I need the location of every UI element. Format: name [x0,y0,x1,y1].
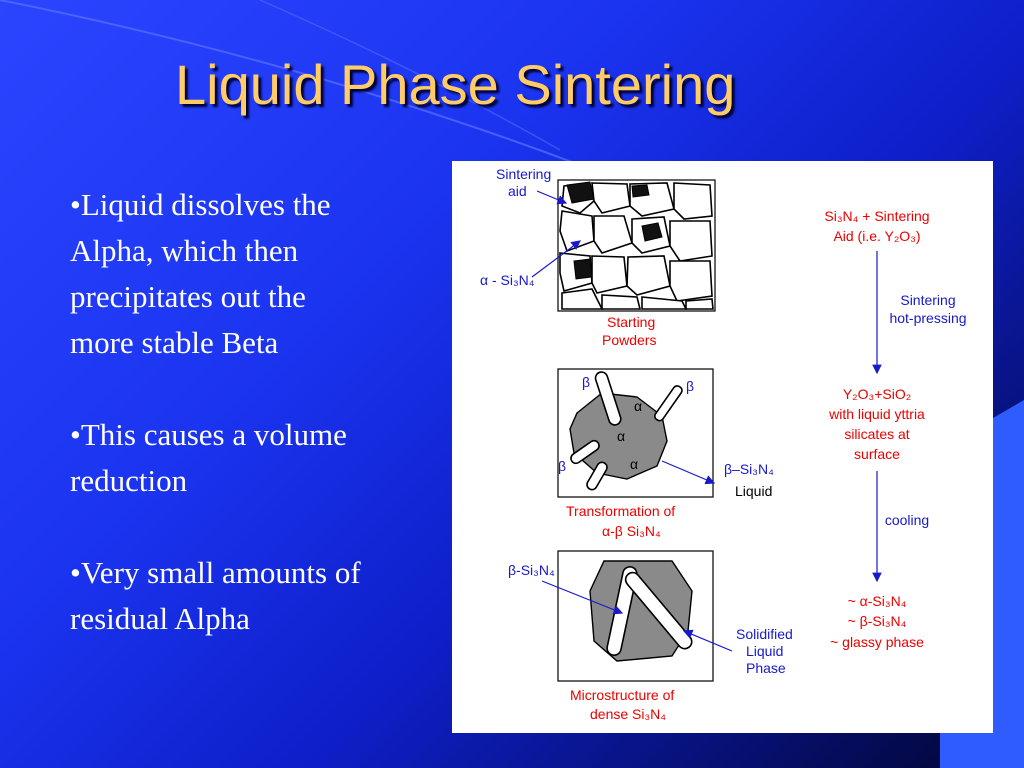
caption-dense: dense Si₃N₄ [590,706,666,722]
caption-alpha-beta: α-β Si₃N₄ [602,523,661,539]
beta-si3n4-label-2: β-Si₃N₄ [508,562,555,578]
flow-process1-line1: Sintering [900,292,955,308]
sintering-diagram: Sintering aid α - Si₃N₄ Starting Powders… [452,161,993,733]
liquid-label: Liquid [735,483,772,499]
liquid-label-2: Liquid [746,643,783,659]
sintering-diagram-svg: Sintering aid α - Si₃N₄ Starting Powders… [480,166,967,722]
flow-step2-line2: with liquid yttria [828,406,925,422]
alpha-si3n4-label: α - Si₃N₄ [480,272,535,288]
flow-step1-line2: Aid (i.e. Y₂O₃) [833,228,920,244]
caption-starting: Starting [607,314,655,330]
flow-step3-line3: ~ glassy phase [830,634,924,650]
alpha-label-1: α [634,398,642,414]
flow-step2-line1: Y₂O₃+SiO₂ [843,386,911,402]
sintering-aid-label: Sintering [496,166,551,182]
beta-arrow [541,580,624,615]
flow-step3-line2: ~ β-Si₃N₄ [848,613,907,629]
beta-label-3: β [558,458,566,474]
bullet-item: •Very small amounts of residual Alpha [70,555,361,636]
aid-arrow [536,190,568,205]
caption-transformation: Transformation of [566,503,675,519]
flow-process2: cooling [885,512,929,528]
bullet-item: •Liquid dissolves the Alpha, which then … [70,187,331,360]
solidified-label: Solidified [736,626,793,642]
microstructure-panel [557,550,714,682]
alpha-arrow [531,240,581,278]
beta-label-2: β [686,378,694,394]
beta-si3n4-label: β–Si₃N₄ [724,461,774,477]
slide-title: Liquid Phase Sintering [175,53,736,116]
flow-step2-line4: surface [854,446,900,462]
alpha-label-2: α [617,428,625,444]
alpha-label-3: α [630,456,638,472]
caption-powders: Powders [602,332,656,348]
solidified-arrow [682,629,733,652]
flow-step1-line1: Si₃N₄ + Sintering [824,208,929,224]
flow-step2-line3: silicates at [844,426,909,442]
flow-step3-line1: ~ α-Si₃N₄ [848,593,907,609]
bullet-list: •Liquid dissolves the Alpha, which then … [70,182,370,688]
transformation-panel [557,368,714,498]
liquid-arrow [661,460,716,485]
phase-label: Phase [746,660,786,676]
flow-process1-line2: hot-pressing [889,310,966,326]
starting-powders-panel [557,179,716,312]
sintering-aid-label-2: aid [508,183,527,199]
bullet-item: •This causes a volume reduction [70,417,347,498]
caption-microstructure: Microstructure of [570,687,674,703]
beta-label-1: β [582,374,590,390]
